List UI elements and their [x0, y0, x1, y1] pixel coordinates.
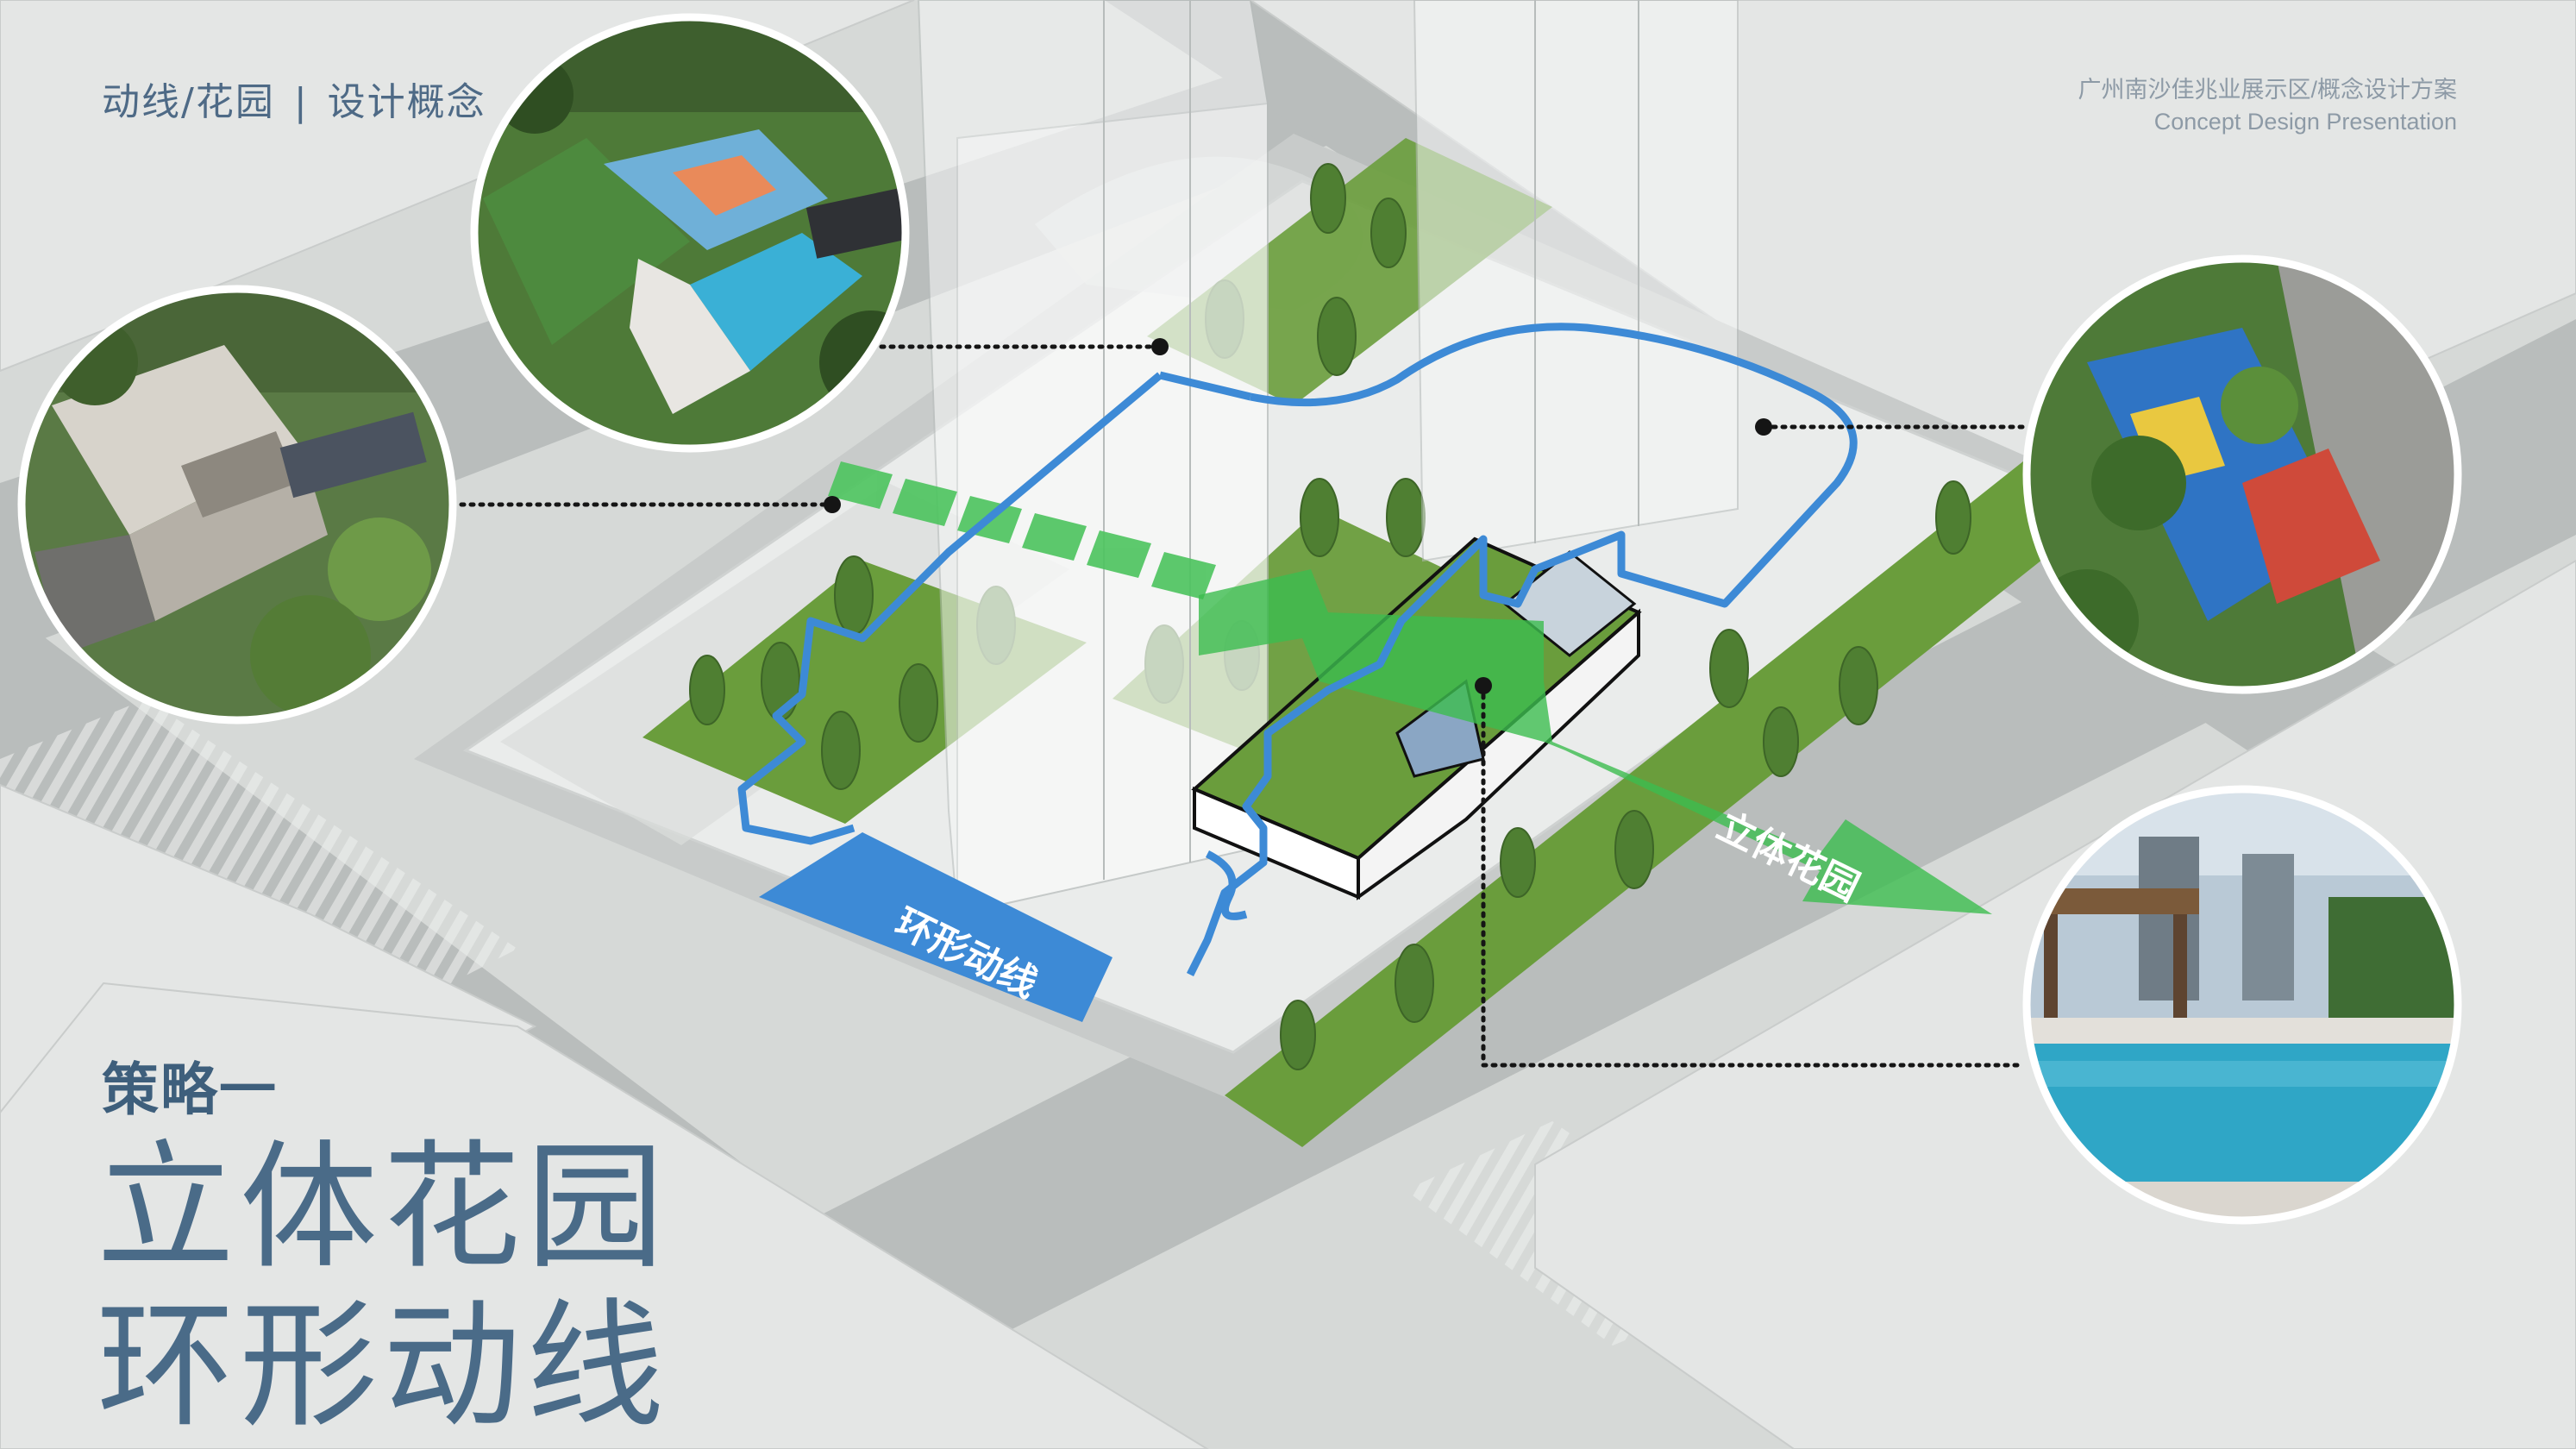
circulation-loop: 环形动线 [737, 323, 1858, 1022]
project-title-en: Concept Design Presentation [2153, 109, 2457, 135]
breadcrumb-section: 动线/花园 [102, 80, 275, 124]
towers [917, 0, 1739, 916]
strategy-label: 策略一 [102, 1057, 278, 1123]
leader-lines [459, 344, 2025, 1068]
strategy-heading-line1: 立体花园 [97, 1126, 670, 1288]
project-title-cn: 广州南沙佳兆业展示区/概念设计方案 [2078, 77, 2457, 103]
breadcrumb-subsection: 设计概念 [327, 80, 486, 124]
photo-aerial-pavilion [17, 285, 457, 724]
breadcrumb: 动线/花园 | 设计概念 [102, 71, 486, 126]
strategy-heading: 立体花园 环形动线 [97, 1128, 669, 1446]
leader-dots [824, 338, 1772, 694]
photo-rooftop-pool [2022, 785, 2462, 1225]
breadcrumb-separator: | [293, 80, 309, 124]
photo-playground-pool [470, 13, 910, 453]
project-title: 广州南沙佳兆业展示区/概念设计方案 Concept Design Present… [2078, 74, 2457, 138]
photo-rooftop-playground [2022, 254, 2462, 694]
strategy-heading-line2: 环形动线 [97, 1285, 670, 1446]
